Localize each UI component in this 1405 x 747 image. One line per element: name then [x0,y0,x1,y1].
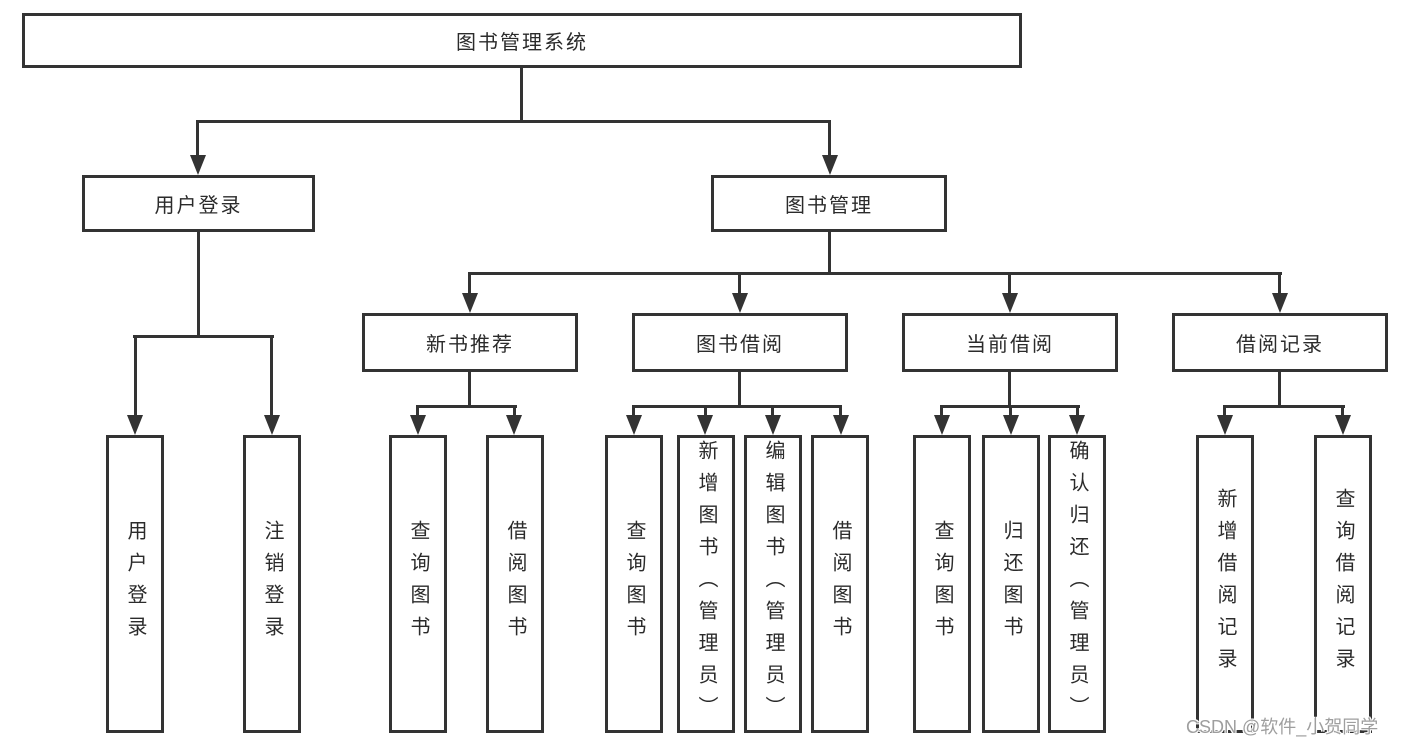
node-user-login: 用户登录 [82,175,315,232]
connector-leaf [1341,405,1344,415]
connector-leaf [632,405,635,415]
arrow-down-icon [190,155,206,175]
arrow-down-icon [765,415,781,435]
connector-borrow-stem [738,372,741,405]
arrow-down-icon [264,415,280,435]
arrow-down-icon [697,415,713,435]
arrow-down-icon [127,415,143,435]
connector-borrow-branch [632,405,842,408]
connector-to-recommend [468,272,471,293]
connector-to-current [1008,272,1011,293]
connector-recommend-branch [416,405,517,408]
node-user-login-action: 用户登录 [106,435,164,733]
connector-leaf [839,405,842,415]
node-query-borrow-record: 查询借阅记录 [1314,435,1372,733]
node-confirm-return-admin: 确认归还（管理员） [1048,435,1106,733]
connector-leaf [513,405,516,415]
connector-to-book-management [828,120,831,155]
arrow-down-icon [1335,415,1351,435]
connector-root-stem [520,68,523,120]
connector-leaf [416,405,419,415]
connector-leaf [1076,405,1079,415]
arrow-down-icon [1002,293,1018,313]
arrow-down-icon [1003,415,1019,435]
node-add-book-admin: 新增图书（管理员） [677,435,735,733]
arrow-down-icon [410,415,426,435]
node-borrow-records: 借阅记录 [1172,313,1388,372]
node-borrow-book: 借阅图书 [811,435,869,733]
node-return-book: 归还图书 [982,435,1040,733]
connector-recommend-stem [468,372,471,405]
connector-to-logout-action [270,335,273,415]
connector-to-user-login [196,120,199,155]
arrow-down-icon [833,415,849,435]
connector-leaf [771,405,774,415]
connector-current-stem [1008,372,1011,405]
node-current-borrow: 当前借阅 [902,313,1118,372]
arrow-down-icon [626,415,642,435]
arrow-down-icon [1217,415,1233,435]
node-book-management: 图书管理 [711,175,947,232]
arrow-down-icon [506,415,522,435]
connector-to-login-action [134,335,137,415]
node-query-books-borrow: 查询图书 [605,435,663,733]
connector-management-branch [468,272,1282,275]
node-add-borrow-record: 新增借阅记录 [1196,435,1254,733]
connector-leaf [704,405,707,415]
connector-to-records [1278,272,1281,293]
csdn-watermark: CSDN @软件_小贺同学 [1186,717,1379,737]
arrow-down-icon [822,155,838,175]
node-edit-book-admin: 编辑图书（管理员） [744,435,802,733]
arrow-down-icon [1272,293,1288,313]
connector-root-branch [196,120,831,123]
connector-records-branch [1223,405,1345,408]
node-logout-action: 注销登录 [243,435,301,733]
arrow-down-icon [934,415,950,435]
node-system-root: 图书管理系统 [22,13,1022,68]
connector-login-stem [197,232,200,335]
connector-leaf [940,405,943,415]
arrow-down-icon [732,293,748,313]
node-borrow-book-recommend: 借阅图书 [486,435,544,733]
arrow-down-icon [462,293,478,313]
connector-leaf [1223,405,1226,415]
connector-leaf [1009,405,1012,415]
node-book-borrow: 图书借阅 [632,313,848,372]
node-query-books-current: 查询图书 [913,435,971,733]
node-query-books-recommend: 查询图书 [389,435,447,733]
node-new-book-recommend: 新书推荐 [362,313,578,372]
arrow-down-icon [1069,415,1085,435]
connector-records-stem [1278,372,1281,405]
connector-management-stem [828,232,831,272]
connector-login-branch [133,335,274,338]
connector-to-borrow [738,272,741,293]
